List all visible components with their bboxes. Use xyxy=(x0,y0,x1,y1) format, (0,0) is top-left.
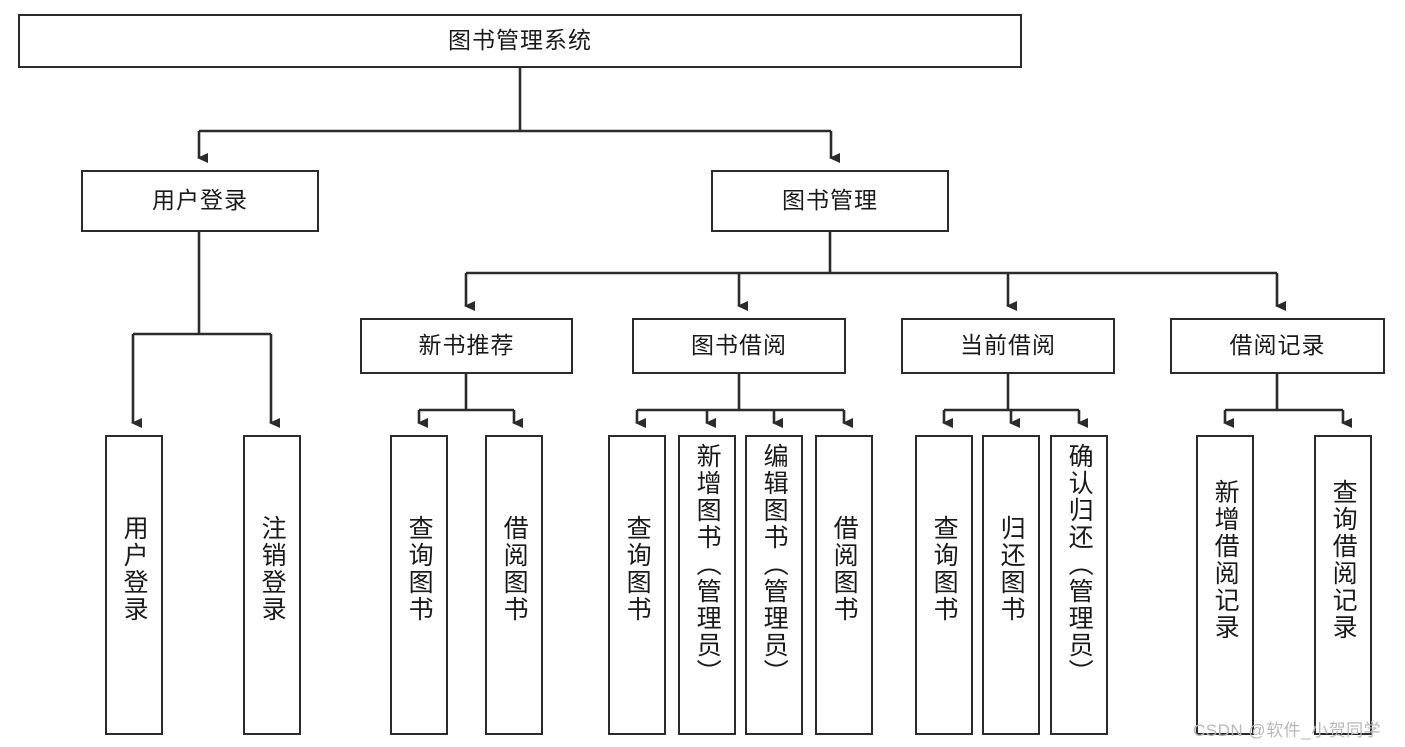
node-leaf-user-login-label: 用户登录 xyxy=(120,515,149,623)
node-leaf-add-record-label: 新增借阅记录 xyxy=(1211,479,1240,641)
node-user-login[interactable]: 用户登录 xyxy=(81,170,319,232)
node-borrow-record[interactable]: 借阅记录 xyxy=(1170,318,1385,374)
node-book-manage[interactable]: 图书管理 xyxy=(711,170,949,232)
node-current-borrow-label: 当前借阅 xyxy=(960,332,1056,359)
node-leaf-borrow-book-2-label: 借阅图书 xyxy=(830,515,859,623)
node-leaf-return-book-label: 归还图书 xyxy=(997,515,1026,623)
node-root[interactable]: 图书管理系统 xyxy=(18,14,1022,68)
node-leaf-edit-book[interactable]: 编辑图书（管理员） xyxy=(745,435,803,735)
node-leaf-logout-label: 注销登录 xyxy=(258,515,287,623)
node-leaf-add-book[interactable]: 新增图书（管理员） xyxy=(678,435,736,735)
node-leaf-query-book-2-label: 查询图书 xyxy=(623,515,652,623)
node-leaf-add-book-label: 新增图书（管理员） xyxy=(693,443,722,686)
node-leaf-borrow-book-1[interactable]: 借阅图书 xyxy=(485,435,543,735)
node-leaf-borrow-book-2[interactable]: 借阅图书 xyxy=(815,435,873,735)
node-leaf-query-book-3[interactable]: 查询图书 xyxy=(915,435,973,735)
node-leaf-query-record-label: 查询借阅记录 xyxy=(1329,479,1358,641)
node-leaf-query-book-2[interactable]: 查询图书 xyxy=(608,435,666,735)
node-new-book-rec[interactable]: 新书推荐 xyxy=(360,318,573,374)
node-leaf-logout[interactable]: 注销登录 xyxy=(243,435,301,735)
node-current-borrow[interactable]: 当前借阅 xyxy=(901,318,1115,374)
node-leaf-confirm-return-label: 确认归还（管理员） xyxy=(1065,443,1094,686)
node-book-manage-label: 图书管理 xyxy=(782,187,878,214)
node-leaf-edit-book-label: 编辑图书（管理员） xyxy=(760,443,789,686)
node-leaf-query-book-1-label: 查询图书 xyxy=(405,515,434,623)
node-leaf-query-book-1[interactable]: 查询图书 xyxy=(390,435,448,735)
node-leaf-return-book[interactable]: 归还图书 xyxy=(982,435,1040,735)
node-leaf-confirm-return[interactable]: 确认归还（管理员） xyxy=(1050,435,1108,735)
watermark-text: CSDN @软件_小贺同学 xyxy=(1193,721,1382,740)
node-new-book-rec-label: 新书推荐 xyxy=(418,332,515,359)
node-leaf-query-book-3-label: 查询图书 xyxy=(930,515,959,623)
node-leaf-query-record[interactable]: 查询借阅记录 xyxy=(1314,435,1372,735)
node-user-login-label: 用户登录 xyxy=(152,187,248,214)
node-root-label: 图书管理系统 xyxy=(448,27,592,54)
node-borrow-record-label: 借阅记录 xyxy=(1229,332,1326,359)
node-leaf-add-record[interactable]: 新增借阅记录 xyxy=(1196,435,1254,735)
node-book-borrow-label: 图书借阅 xyxy=(691,332,787,359)
node-book-borrow[interactable]: 图书借阅 xyxy=(632,318,846,374)
node-leaf-user-login[interactable]: 用户登录 xyxy=(105,435,163,735)
node-leaf-borrow-book-1-label: 借阅图书 xyxy=(500,515,529,623)
